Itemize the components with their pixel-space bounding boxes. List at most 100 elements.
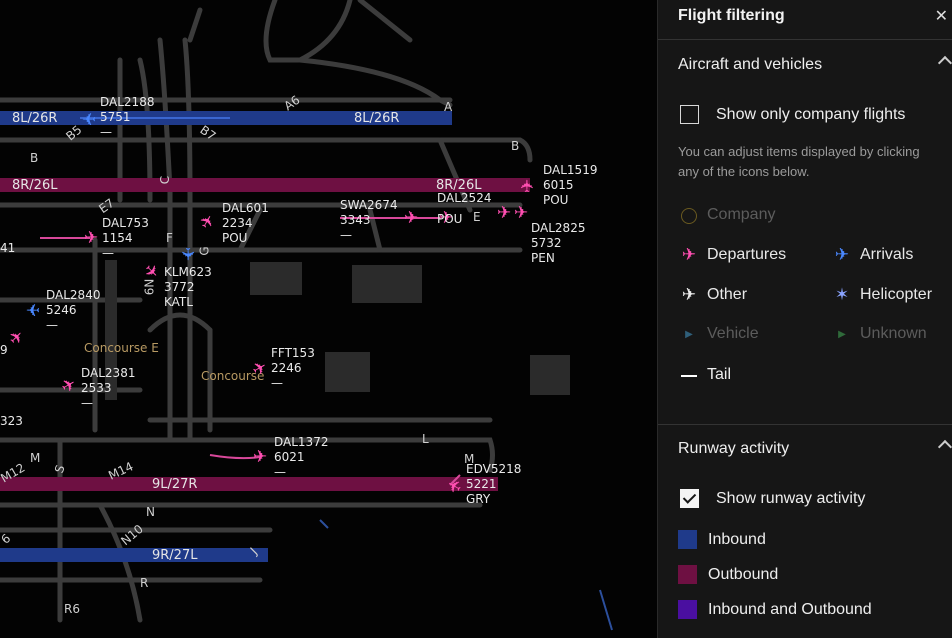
inbound-swatch: [678, 530, 697, 549]
filter-label: Vehicle: [707, 325, 759, 342]
filter-helicopter[interactable]: ✶ Helicopter: [831, 285, 932, 305]
filter-other[interactable]: ✈ Other: [678, 285, 747, 305]
flight-dest: —: [271, 376, 283, 390]
flight-filtering-panel: Flight filtering ✕ Aircraft and vehicles…: [657, 0, 952, 638]
helicopter-icon: ✶: [834, 285, 850, 304]
arrival-aircraft-icon[interactable]: ✈: [25, 299, 41, 319]
filter-label: Tail: [707, 366, 732, 383]
flight-data-block[interactable]: DAL1372 6021 —: [274, 435, 328, 480]
filter-unknown[interactable]: ▶ Unknown: [831, 325, 927, 343]
filter-tail[interactable]: Tail: [678, 365, 731, 385]
filter-label: Departures: [707, 246, 787, 263]
runway-activity-toggle[interactable]: Show runway activity: [680, 489, 865, 508]
taxiway-label: A: [444, 100, 453, 114]
taxiway-label: L: [422, 432, 429, 446]
plane-other-icon: ✈: [681, 285, 697, 304]
edge-text: 9: [0, 343, 8, 357]
company-flights-toggle[interactable]: Show only company flights: [680, 105, 905, 124]
filter-vehicle[interactable]: ▶ Vehicle: [678, 325, 759, 343]
flight-dest: —: [100, 125, 112, 139]
flight-data-block[interactable]: SWA2674 3343 —: [340, 198, 398, 243]
callsign: DAL601: [222, 201, 269, 215]
runway-label-8L-26R-east: 8L/26R: [354, 111, 400, 126]
flight-dest: —: [81, 396, 93, 410]
arrival-aircraft-icon[interactable]: ✈: [177, 246, 197, 262]
flight-number: 3772: [164, 280, 195, 294]
outbound-swatch: [678, 565, 697, 584]
circle-icon: [678, 205, 700, 225]
flight-dest: KATL: [164, 295, 193, 309]
vehicle-icon: ▶: [685, 328, 693, 340]
departure-aircraft-icon[interactable]: ✈: [252, 447, 268, 467]
concourse-label: Concourse E: [84, 341, 159, 355]
departure-aircraft-icon[interactable]: ✈: [403, 208, 419, 228]
flight-number: 2533: [81, 381, 112, 395]
flight-dest: —: [102, 246, 114, 260]
edge-text: 41: [0, 241, 16, 255]
taxiway-label: F: [166, 231, 173, 245]
taxiway-label: M: [30, 451, 41, 465]
flight-data-block[interactable]: DAL601 2234 POU: [222, 201, 269, 246]
flight-data-block[interactable]: DAL2840 5246 —: [46, 288, 100, 333]
filter-hint: You can adjust items displayed by clicki…: [678, 144, 920, 179]
filter-label: Other: [707, 286, 748, 303]
company-flights-checkbox[interactable]: [680, 105, 699, 124]
departure-aircraft-icon[interactable]: ✈: [496, 203, 512, 223]
runway-activity-label: Show runway activity: [716, 489, 866, 507]
legend-label: Inbound: [708, 530, 766, 548]
departure-aircraft-icon[interactable]: ✈: [513, 203, 529, 223]
callsign: SWA2674: [340, 198, 398, 212]
filter-label: Arrivals: [860, 246, 914, 263]
filter-company[interactable]: Company: [678, 205, 775, 225]
callsign: FFT153: [271, 346, 315, 360]
aircraft-section-header[interactable]: Aircraft and vehicles: [658, 40, 952, 90]
callsign: DAL2840: [46, 288, 101, 302]
taxiway-label: B: [30, 151, 39, 165]
arrival-aircraft-icon[interactable]: ✈: [81, 108, 97, 128]
flight-data-block[interactable]: DAL2381 2533 —: [81, 366, 135, 411]
filter-departures[interactable]: ✈ Departures: [678, 245, 786, 265]
flight-dest: —: [46, 318, 58, 332]
panel-title: Flight filtering: [678, 7, 785, 24]
legend-label: Inbound and Outbound: [708, 600, 872, 618]
departure-aircraft-icon[interactable]: ✈: [83, 228, 99, 248]
flight-number: 2234: [222, 216, 253, 230]
flight-number: 5221: [466, 477, 497, 491]
flight-data-block[interactable]: DAL753 1154 —: [102, 216, 149, 261]
flight-dest: —: [340, 228, 352, 242]
departure-aircraft-icon[interactable]: ✈: [438, 208, 454, 228]
flight-data-block[interactable]: KLM623 3772 KATL: [164, 265, 212, 310]
flight-data-block[interactable]: DAL2188 5751 —: [100, 95, 154, 140]
taxiway-label: R: [140, 576, 149, 590]
legend-outbound: Outbound: [678, 565, 778, 584]
filter-arrivals[interactable]: ✈ Arrivals: [831, 245, 913, 265]
flight-number: 1154: [102, 231, 133, 245]
airport-map[interactable]: 8L/26R 8L/26R 8R/26L 8R/26L 9L/27R 9R/27…: [0, 0, 657, 638]
runway-9L-27R-bar: [0, 477, 498, 491]
flight-data-block[interactable]: DAL2524 POU: [437, 191, 491, 227]
plane-arrival-icon: ✈: [834, 245, 850, 264]
chevron-up-icon[interactable]: [937, 439, 952, 455]
departure-aircraft-icon[interactable]: ✈: [518, 178, 538, 194]
runway-label-8R-26L-east: 8R/26L: [436, 178, 482, 193]
section-divider: [658, 424, 952, 425]
flight-data-block[interactable]: EDV5218 5221 GRY: [466, 462, 521, 507]
flight-number: 6021: [274, 450, 305, 464]
flight-data-block[interactable]: DAL1519 6015 POU: [543, 163, 597, 208]
runway-activity-checkbox[interactable]: [680, 489, 699, 508]
flight-number: 2246: [271, 361, 302, 375]
flight-data-block[interactable]: FFT153 2246 —: [271, 346, 315, 391]
close-icon[interactable]: ✕: [934, 6, 948, 25]
flight-data-block[interactable]: DAL2825 5732 PEN: [531, 221, 585, 266]
map-canvas: [0, 0, 613, 631]
runway-section-header[interactable]: Runway activity: [658, 424, 952, 474]
flight-dest: POU: [437, 212, 463, 226]
chevron-up-icon[interactable]: [937, 55, 952, 71]
callsign: KLM623: [164, 265, 212, 279]
flight-number: 5751: [100, 110, 131, 124]
legend-label: Outbound: [708, 565, 779, 583]
section-title: Aircraft and vehicles: [678, 56, 823, 73]
flight-dest: POU: [543, 193, 569, 207]
callsign: DAL2825: [531, 221, 586, 235]
legend-inbound: Inbound: [678, 530, 766, 549]
